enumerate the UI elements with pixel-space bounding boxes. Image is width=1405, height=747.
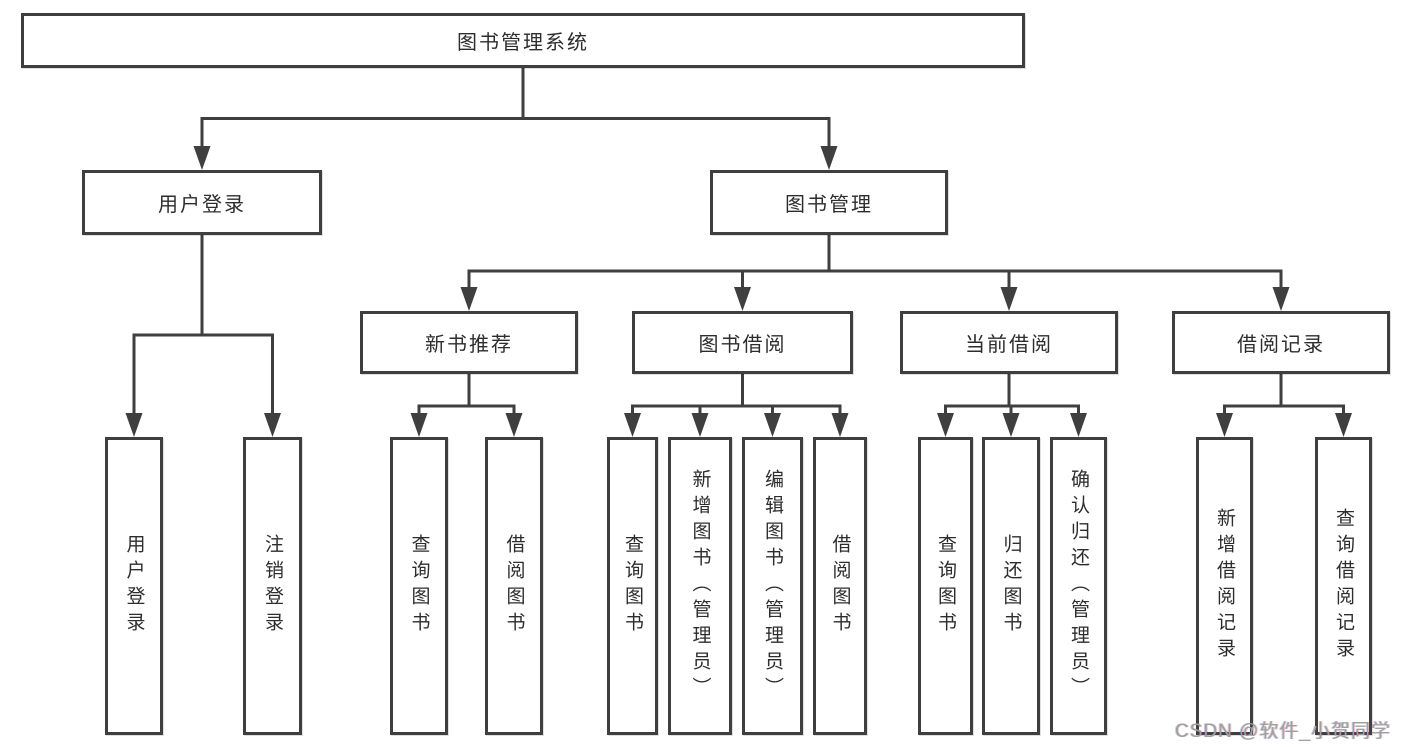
node-book-borrow: 图书借阅 — [632, 311, 853, 374]
node-label: 图书管理 — [785, 194, 873, 216]
node-label: 当前借阅 — [965, 334, 1053, 356]
leaf-query-book-under-new-rec: 查询图书 — [390, 437, 448, 735]
leaf-borrow-book-under-new-rec: 借阅图书 — [485, 437, 543, 735]
node-label: 新增借阅记录 — [1214, 508, 1235, 664]
leaf-return-book: 归还图书 — [982, 437, 1040, 735]
leaf-add-borrow-record: 新增借阅记录 — [1196, 437, 1253, 735]
edge-root-to-level2 — [193, 68, 838, 170]
node-label: 确认归还（管理员） — [1068, 469, 1089, 703]
node-label: 借阅图书 — [503, 534, 525, 638]
node-current-borrow: 当前借阅 — [900, 311, 1118, 374]
edge-borrow-records-children — [1216, 374, 1352, 437]
node-label: 新增图书（管理员） — [689, 469, 711, 703]
node-new-book-rec: 新书推荐 — [360, 311, 578, 374]
node-label: 查询借阅记录 — [1333, 508, 1354, 664]
node-borrow-records: 借阅记录 — [1172, 311, 1390, 374]
leaf-edit-book-admin: 编辑图书（管理员） — [742, 437, 803, 735]
node-label: 编辑图书（管理员） — [762, 469, 783, 703]
node-label: 借阅记录 — [1237, 334, 1325, 356]
leaf-add-book-admin: 新增图书（管理员） — [668, 437, 732, 735]
node-user-login: 用户登录 — [82, 170, 322, 235]
node-book-mgmt: 图书管理 — [710, 170, 948, 235]
leaf-borrow-book-under-borrow: 借阅图书 — [813, 437, 867, 735]
node-label: 用户登录 — [158, 194, 246, 216]
node-label: 图书管理系统 — [457, 32, 589, 54]
edge-book-borrow-children — [624, 374, 849, 437]
edge-new-book-rec-children — [410, 374, 523, 437]
edge-book-mgmt-children — [460, 235, 1290, 311]
leaf-query-borrow-record: 查询借阅记录 — [1315, 437, 1372, 735]
node-label: 新书推荐 — [425, 334, 513, 356]
node-label: 查询图书 — [408, 534, 430, 638]
edge-current-borrow-children — [937, 374, 1087, 437]
edge-user-login-children — [125, 235, 281, 437]
node-label: 查询图书 — [935, 534, 956, 638]
node-label: 查询图书 — [622, 534, 643, 638]
node-label: 图书借阅 — [698, 334, 787, 356]
node-label: 归还图书 — [1000, 534, 1022, 638]
leaf-query-book-under-current: 查询图书 — [918, 437, 973, 735]
node-label: 注销登录 — [262, 534, 283, 638]
leaf-confirm-return-admin: 确认归还（管理员） — [1050, 437, 1107, 735]
node-label: 用户登录 — [123, 534, 145, 638]
node-label: 借阅图书 — [829, 534, 851, 638]
leaf-logout: 注销登录 — [243, 437, 302, 735]
leaf-user-login: 用户登录 — [105, 437, 163, 735]
node-root: 图书管理系统 — [21, 13, 1025, 68]
leaf-query-book-under-borrow: 查询图书 — [607, 437, 658, 735]
